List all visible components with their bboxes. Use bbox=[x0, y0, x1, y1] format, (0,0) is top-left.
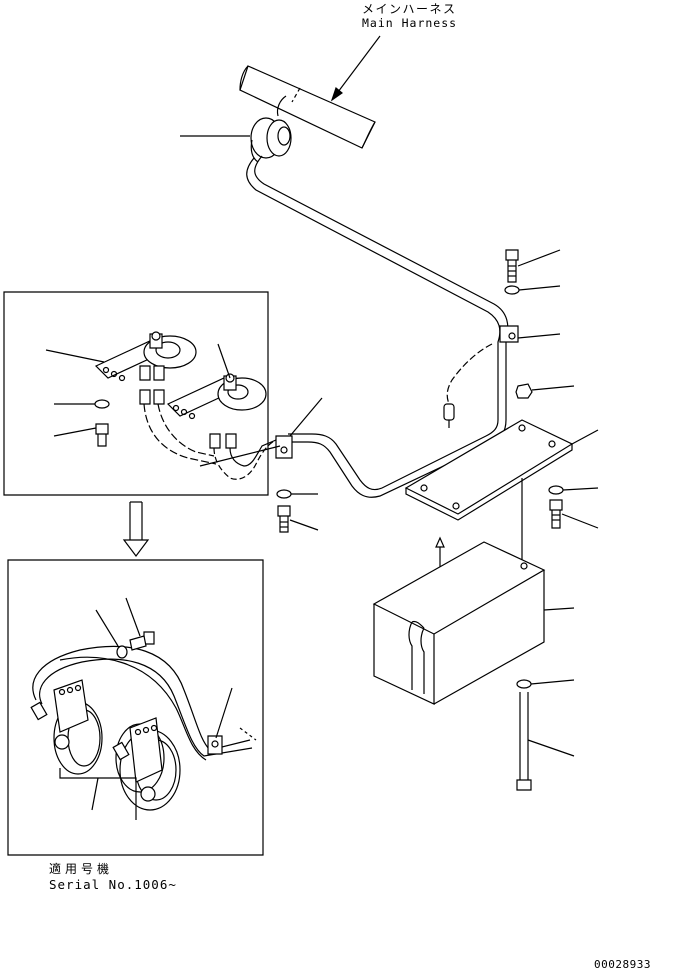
main-harness-label-jp: メインハーネス bbox=[362, 2, 457, 16]
washer-plate-right bbox=[549, 486, 563, 494]
leader-horn-top-2 bbox=[218, 344, 230, 378]
leader-washer-plate-right bbox=[563, 488, 598, 490]
leader-nut-plate bbox=[532, 386, 574, 390]
leader-main-harness bbox=[332, 36, 380, 100]
leader-bolt-inset-bottom bbox=[126, 598, 140, 636]
arrow-up-head bbox=[436, 538, 444, 547]
leader-washer-inset-bottom bbox=[96, 610, 118, 646]
leader-clamp-right bbox=[518, 334, 560, 338]
bolt-plate-right bbox=[550, 500, 562, 528]
long-bolt bbox=[517, 692, 531, 790]
leader-bolt-center bbox=[290, 520, 318, 530]
horn-pair-top bbox=[96, 332, 280, 479]
washer-center bbox=[277, 490, 291, 498]
grommet bbox=[251, 118, 291, 162]
leader-long-bolt bbox=[528, 740, 574, 756]
leader-bolt-inset-top bbox=[54, 428, 96, 436]
washer-bottom bbox=[517, 680, 531, 688]
bolt-inset-top bbox=[96, 424, 108, 446]
bolt-top-right bbox=[506, 250, 518, 282]
arrow-down bbox=[124, 502, 148, 556]
serial-label-en: Serial No.1006~ bbox=[49, 877, 177, 892]
serial-label-jp: 適用号機 bbox=[49, 862, 114, 876]
clamp-right bbox=[500, 326, 518, 342]
leader-horn-top-1 bbox=[46, 350, 104, 362]
bolt-inset-bottom bbox=[130, 632, 154, 650]
leader-bolt-top-right bbox=[518, 250, 560, 266]
inset-frame-bottom bbox=[8, 560, 263, 855]
arrow-main-harness bbox=[332, 88, 342, 100]
leader-clamp-center bbox=[290, 398, 322, 436]
main-harness-label-en: Main Harness bbox=[362, 16, 458, 30]
inset-frame-top bbox=[4, 292, 268, 495]
nut-plate bbox=[516, 384, 532, 398]
washer-inset-bottom bbox=[117, 646, 127, 658]
leader-bracket-plate bbox=[572, 430, 598, 444]
leader-box bbox=[544, 608, 574, 610]
washer-top-right bbox=[505, 286, 519, 294]
leader-washer-top-right bbox=[519, 286, 560, 290]
leader-horns-bottom-tail bbox=[92, 778, 98, 810]
drawing-number: 00028933 bbox=[594, 958, 651, 971]
horn-pair-bottom bbox=[31, 646, 256, 810]
main-harness bbox=[240, 66, 375, 148]
horn-relay-box bbox=[374, 542, 544, 704]
branch-wire bbox=[444, 344, 492, 428]
washer-inset-top bbox=[95, 400, 109, 408]
clamp-center bbox=[276, 436, 292, 458]
bolt-center bbox=[278, 506, 290, 532]
leader-washer-bottom bbox=[531, 680, 574, 684]
leader-bolt-plate-right bbox=[562, 514, 598, 528]
leader-clamp-inset-bottom bbox=[216, 688, 232, 738]
